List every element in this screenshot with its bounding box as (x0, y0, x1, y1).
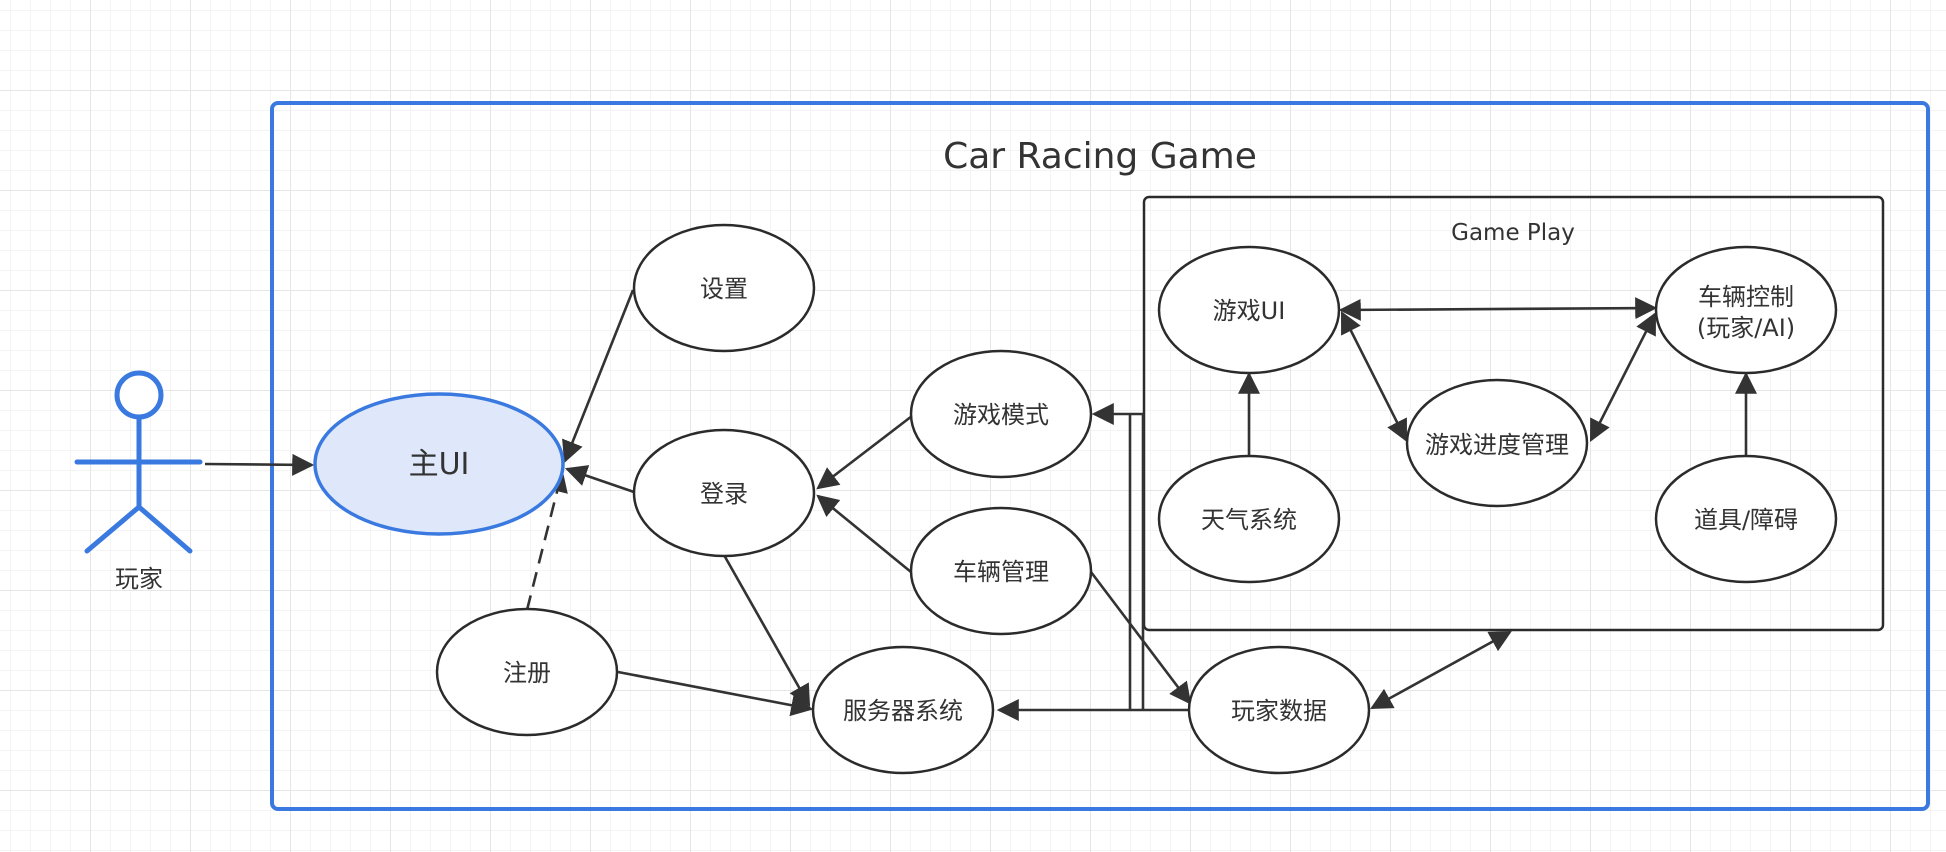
vehicle-mgmt-label: 车辆管理 (953, 558, 1049, 586)
use-case-player-data[interactable]: 玩家数据 (1187, 645, 1371, 775)
progress-ellipse (1405, 378, 1589, 508)
edge-register-server (617, 670, 814, 717)
use-case-main-ui[interactable]: 主UI (313, 392, 565, 536)
items-ellipse (1654, 454, 1838, 584)
use-case-vehicle-mgmt[interactable]: 车辆管理 (909, 506, 1093, 636)
edges (204, 289, 1757, 721)
edge-progress-vehicle-control (1589, 312, 1657, 442)
use-case-login[interactable]: 登录 (632, 428, 816, 558)
server-ellipse (811, 645, 995, 775)
edge-player-data-game-play (1370, 630, 1512, 710)
settings-label: 设置 (700, 275, 748, 303)
edge-login-main-ui (564, 465, 635, 494)
edge-actor-main-ui (204, 453, 315, 476)
server-label: 服务器系统 (843, 697, 963, 725)
edge-game-mode-login (816, 414, 913, 490)
actor-right-leg (136, 504, 193, 554)
use-case-game-mode[interactable]: 游戏模式 (909, 349, 1093, 479)
actor-head (114, 370, 164, 420)
game-play-subsystem[interactable] (1142, 195, 1885, 632)
register-ellipse (435, 607, 619, 737)
player-data-ellipse (1187, 645, 1371, 775)
use-case-progress[interactable]: 游戏进度管理 (1405, 378, 1589, 508)
use-case-settings[interactable]: 设置 (632, 223, 816, 353)
use-case-vehicle-control[interactable]: 车辆控制 (玩家/AI) (1654, 245, 1838, 375)
game-mode-label: 游戏模式 (953, 401, 1049, 429)
use-case-register[interactable]: 注册 (435, 607, 619, 737)
edge-vehicle-mgmt-login (816, 494, 912, 574)
edge-settings-main-ui (562, 289, 635, 464)
game-ui-label: 游戏UI (1213, 297, 1286, 325)
game-mode-ellipse (909, 349, 1093, 479)
actor-label: 玩家 (115, 565, 163, 593)
actor-player[interactable] (74, 370, 203, 554)
actor-left-leg (84, 504, 142, 554)
weather-label: 天气系统 (1201, 506, 1297, 534)
edge-vehicle-mgmt-player-data (1089, 571, 1192, 705)
vehicle-mgmt-ellipse (909, 506, 1093, 636)
progress-label: 游戏进度管理 (1425, 431, 1569, 459)
subsystem-title: Game Play (1451, 220, 1575, 246)
register-label: 注册 (503, 659, 551, 687)
settings-ellipse (632, 223, 816, 353)
player-data-label: 玩家数据 (1231, 697, 1327, 725)
use-case-items[interactable]: 道具/障碍 (1654, 454, 1838, 584)
login-label: 登录 (700, 480, 748, 508)
edge-game-ui-progress (1340, 311, 1408, 442)
system-boundary[interactable] (270, 101, 1930, 811)
use-case-weather[interactable]: 天气系统 (1157, 454, 1341, 584)
items-label: 道具/障碍 (1694, 506, 1798, 534)
edge-login-server (722, 554, 811, 707)
vehicle-control-ellipse (1654, 245, 1838, 375)
login-ellipse (632, 428, 816, 558)
vehicle-control-label-line1: 车辆控制 (1698, 283, 1794, 311)
game-ui-ellipse (1157, 245, 1341, 375)
use-case-server[interactable]: 服务器系统 (811, 645, 995, 775)
system-title: Car Racing Game (943, 136, 1257, 177)
vehicle-control-label-line2: (玩家/AI) (1697, 314, 1795, 342)
use-case-game-ui[interactable]: 游戏UI (1157, 245, 1341, 375)
main-ui-ellipse (313, 392, 565, 536)
main-ui-label: 主UI (409, 447, 470, 482)
edge-game-ui-vehicle-control (1338, 297, 1658, 321)
weather-ellipse (1157, 454, 1341, 584)
